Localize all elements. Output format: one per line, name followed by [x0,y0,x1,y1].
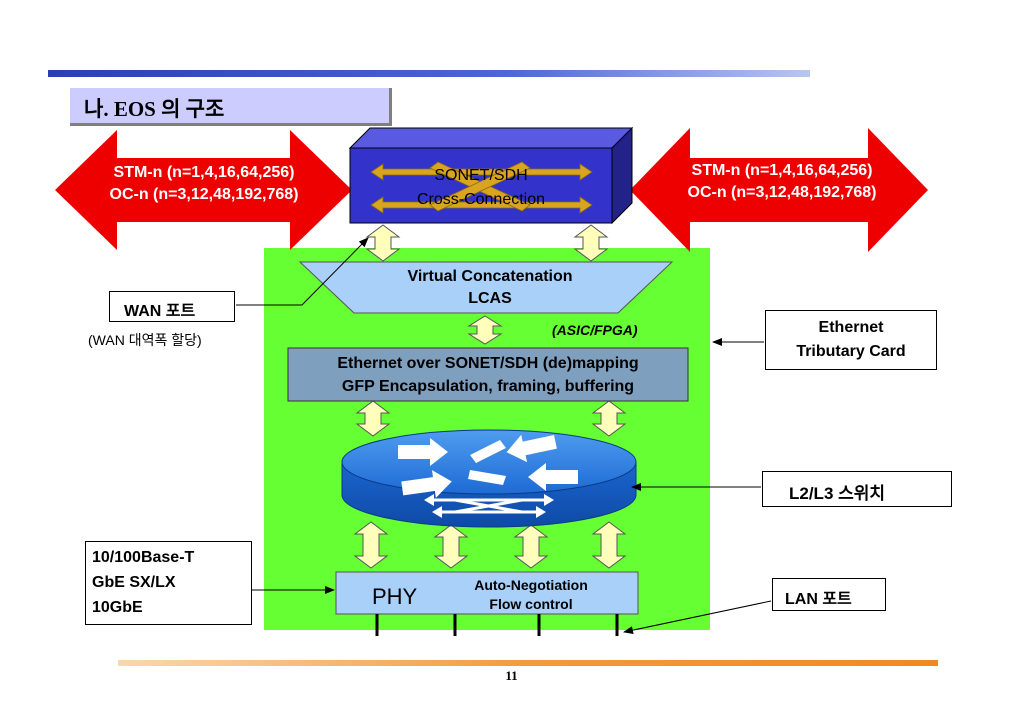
asic-fpga-label: (ASIC/FPGA) [552,322,638,338]
arrow-mapping-switch-left [355,400,391,437]
interface-line1: 10/100Base-T [92,549,195,566]
title-box: 나. EOS 의 구조 [70,88,392,126]
interface-line3: 10GbE [92,599,143,616]
phy-label: PHY [372,584,418,609]
lan-port-pins [375,614,619,636]
wan-port-callout-line [236,237,369,306]
arrow-cc-vcat-right [573,224,609,262]
wan-port-note: (WAN 대역폭 할당) [88,332,202,348]
vcat-line2: LCAS [468,290,512,307]
mapping-line1: Ethernet over SONET/SDH (de)mapping [337,355,639,372]
switch-callout: L2/L3 스위치 [762,471,952,507]
vcat-line1: Virtual Concatenation [407,268,573,285]
lan-port-label: LAN 포트 [785,591,852,608]
wan-left-label: STM-n (n=1,4,16,64,256) OC-n (n=3,12,48,… [70,162,338,206]
wan-right-line1: STM-n (n=1,4,16,64,256) [691,162,873,179]
interfaces-callout: 10/100Base-T GbE SX/LX 10GbE [85,541,252,625]
cross-connect-line2: Cross-Connection [416,191,546,208]
lan-port-callout: LAN 포트 [772,578,886,611]
phy-line1: Auto-Negotiation [474,577,588,593]
wan-right-line2: OC-n (n=3,12,48,192,768) [687,184,877,201]
arrow-switch-phy-1 [353,521,389,569]
footer-bar [118,660,938,666]
vcat-label: Virtual Concatenation LCAS [330,266,650,310]
arrow-vcat-mapping [467,315,503,345]
cross-connect-line1: SONET/SDH [434,167,528,184]
cross-connect-top-face [348,127,634,149]
phy-line2: Flow control [489,596,573,612]
arrow-switch-phy-3 [513,524,549,569]
switch-label: L2/L3 스위치 [789,484,886,503]
interface-line2: GbE SX/LX [92,574,176,591]
ethernet-card-line2: Tributary Card [796,343,906,360]
arrow-mapping-switch-right [591,400,627,437]
slide-title: 나. EOS 의 구조 [84,97,225,121]
ethernet-card-callout: Ethernet Tributary Card [765,310,937,370]
header-bar [48,70,810,77]
phy-block [335,571,639,615]
arrow-switch-phy-2 [433,524,469,569]
wan-port-callout: WAN 포트 [109,291,235,322]
wan-arrow-left [55,130,352,250]
mapping-block [287,347,689,402]
ethernet-card-line1: Ethernet [818,319,884,336]
wan-left-line2: OC-n (n=3,12,48,192,768) [109,186,299,203]
vcat-block [298,261,674,314]
arrow-cc-vcat-left [365,224,401,262]
switch-disc [341,429,637,528]
cross-connect-arrows [370,161,593,214]
page-number: 11 [505,668,518,683]
mapping-label: Ethernet over SONET/SDH (de)mapping GFP … [284,352,692,398]
mapping-line2: GFP Encapsulation, framing, buffering [341,378,635,395]
wan-port-label: WAN 포트 [124,303,196,320]
phy-functions: Auto-Negotiation Flow control [440,576,622,614]
wan-left-line1: STM-n (n=1,4,16,64,256) [113,164,295,181]
wan-arrow-right [630,128,928,252]
lan-port-callout-line [623,600,772,635]
yellow-arrows [353,224,627,569]
wan-right-label: STM-n (n=1,4,16,64,256) OC-n (n=3,12,48,… [648,160,916,204]
cross-connect-label: SONET/SDH Cross-Connection [350,164,612,212]
arrow-switch-phy-4 [591,521,627,569]
